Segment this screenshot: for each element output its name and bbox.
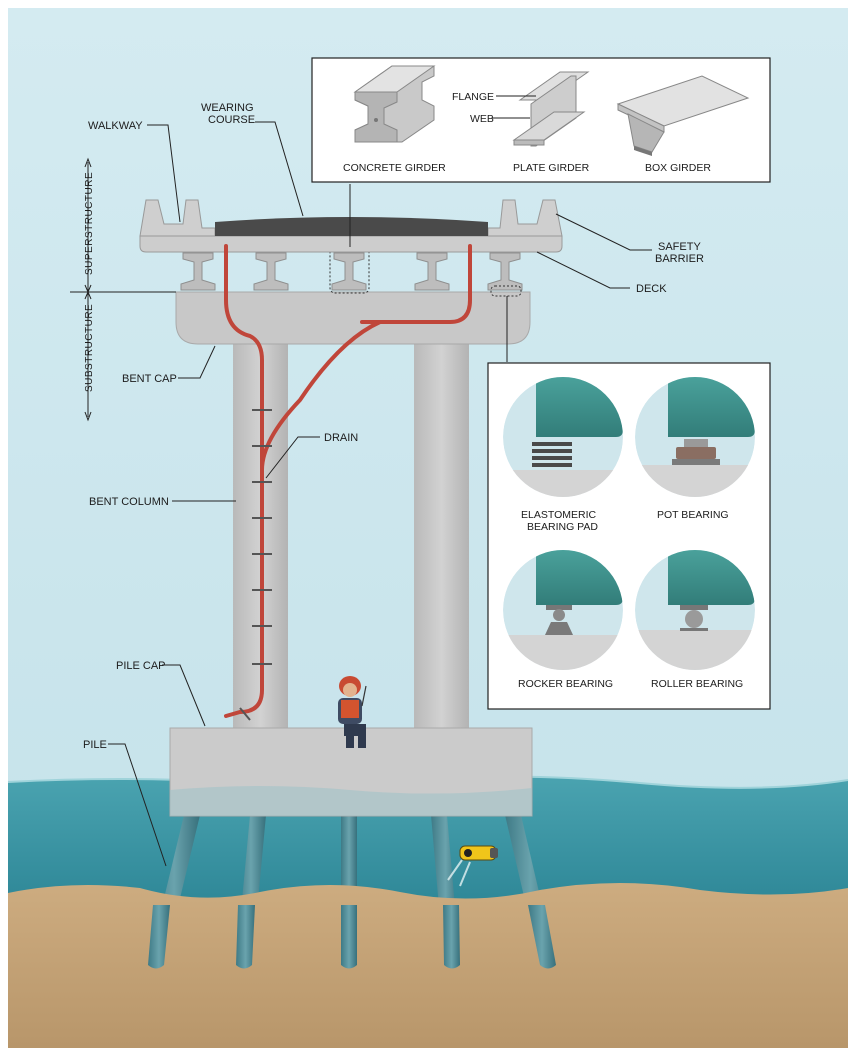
drain-label: DRAIN: [324, 432, 358, 444]
elastomeric-bearing-icon: [503, 377, 623, 497]
rocker-bearing-label: ROCKER BEARING: [518, 678, 613, 690]
walkway-left: [139, 199, 216, 237]
underwater-drone: [447, 845, 498, 887]
concrete-girder-label: CONCRETE GIRDER: [343, 162, 446, 174]
deck: [139, 235, 563, 253]
bent-column-right: [414, 335, 469, 730]
structure-dimension: [70, 157, 176, 422]
walkway-right: [487, 199, 563, 237]
flange-label: FLANGE: [452, 91, 494, 103]
pile-bottoms: [148, 905, 556, 969]
bearing-callout-box: [490, 285, 522, 297]
substructure-label: SUBSTRUCTURE: [84, 304, 95, 392]
seabed: [8, 883, 848, 1048]
pile-cap-label: PILE CAP: [116, 660, 166, 672]
concrete-girder-icon: [353, 65, 436, 143]
deck-label: DECK: [636, 283, 667, 295]
drain-brackets: [239, 409, 272, 721]
pile-label: PILE: [83, 739, 107, 751]
wearing-course: [215, 217, 488, 236]
roller-bearing-label: ROLLER BEARING: [651, 678, 743, 690]
safety-barrier-label-2: BARRIER: [655, 253, 704, 265]
wearing-course-label-1: WEARING: [201, 102, 254, 114]
plate-girder-icon: [512, 71, 590, 147]
box-girder-icon: [616, 75, 750, 156]
leader-lines: [108, 121, 652, 867]
pot-bearing-label: POT BEARING: [657, 509, 729, 521]
girder-types-inset: FLANGE WEB CONCRETE GIRDER PLATE GIRDER …: [311, 57, 771, 183]
walkway-label: WALKWAY: [88, 120, 143, 132]
pot-bearing-icon: [635, 377, 755, 497]
superstructure-label: SUPERSTRUCTURE: [84, 172, 95, 275]
web-label: WEB: [470, 113, 494, 125]
elastomeric-label-1: ELASTOMERIC: [521, 509, 596, 521]
wearing-course-label-2: COURSE: [208, 114, 255, 126]
bent-column-label: BENT COLUMN: [89, 496, 169, 508]
bent-cap: [175, 291, 531, 345]
safety-barrier-label-1: SAFETY: [658, 241, 701, 253]
drain-pipe: [224, 244, 472, 718]
inspector-figure: [338, 676, 367, 748]
bearing-types-inset: ELASTOMERIC BEARING PAD POT BEARING ROCK…: [487, 362, 771, 710]
girder-row: [180, 252, 523, 291]
box-girder-label: BOX GIRDER: [645, 162, 711, 174]
plate-girder-label: PLATE GIRDER: [513, 162, 590, 174]
elastomeric-label-2: BEARING PAD: [527, 521, 598, 533]
roller-bearing-icon: [635, 550, 755, 670]
bent-cap-label: BENT CAP: [122, 373, 177, 385]
